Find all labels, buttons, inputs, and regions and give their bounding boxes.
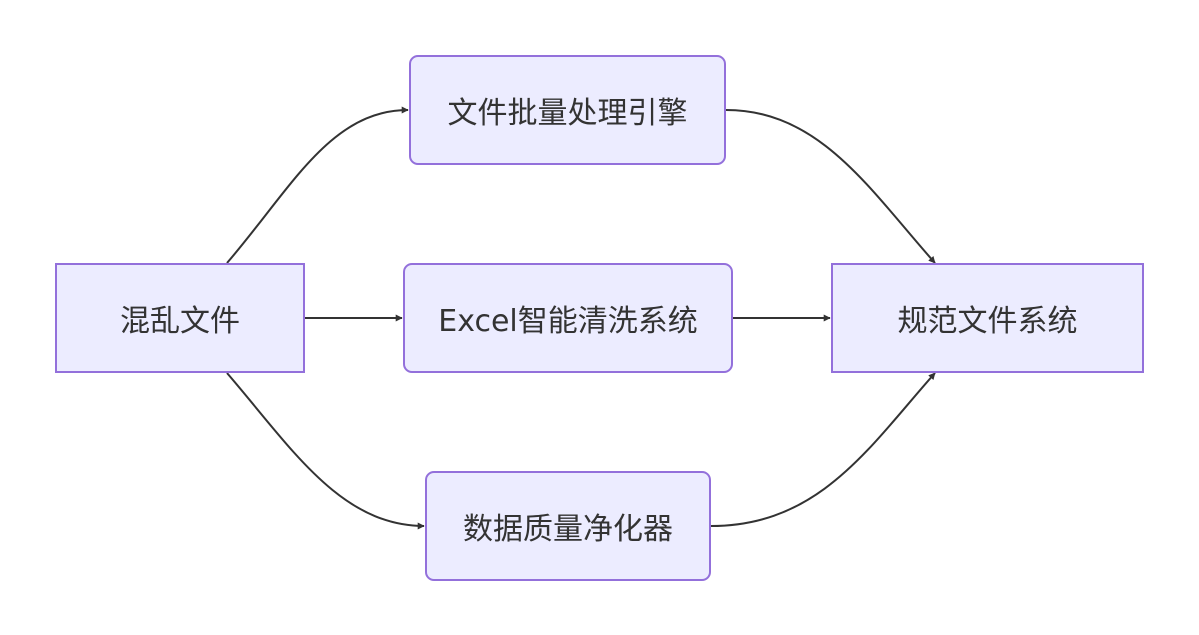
node-standardized-file-system: 规范文件系统	[831, 263, 1144, 373]
node-label: 文件批量处理引擎	[447, 96, 688, 131]
edge-engine-to-target	[725, 109, 936, 264]
edge-source-to-purify	[226, 372, 425, 530]
node-data-quality-purifier: 数据质量净化器	[425, 471, 711, 581]
node-messy-files: 混乱文件	[55, 263, 305, 373]
node-label: 数据质量净化器	[463, 512, 673, 547]
node-label: 规范文件系统	[897, 304, 1078, 339]
node-batch-processing-engine: 文件批量处理引擎	[409, 55, 726, 165]
edge-source-to-engine	[226, 106, 409, 264]
node-excel-cleaning-system: Excel智能清洗系统	[403, 263, 733, 373]
node-label: Excel智能清洗系统	[438, 304, 698, 339]
node-label: 混乱文件	[120, 304, 240, 339]
edge-purify-to-target	[710, 372, 936, 527]
